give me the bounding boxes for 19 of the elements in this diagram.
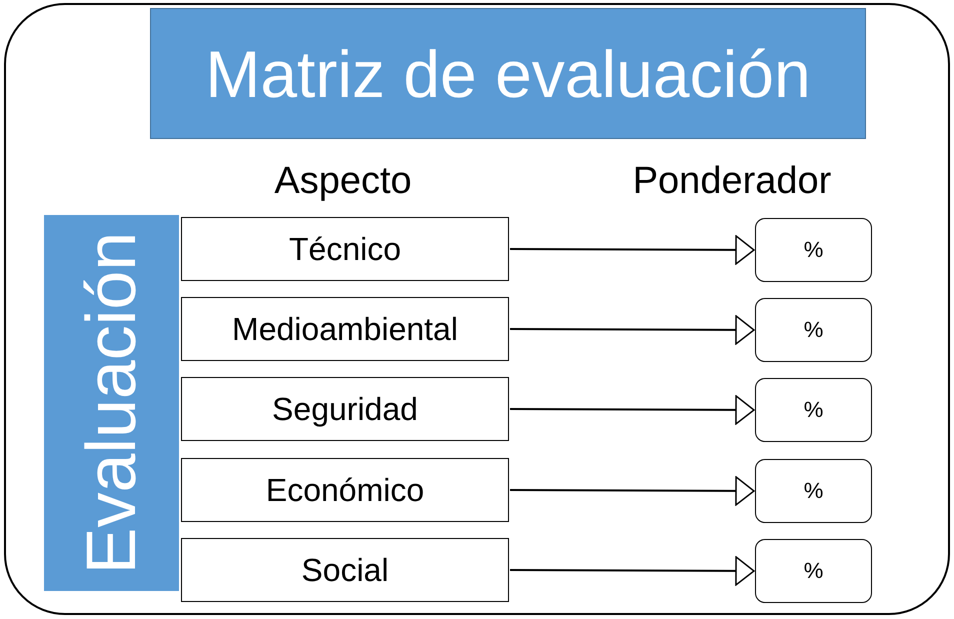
- aspect-box: Seguridad: [181, 377, 509, 441]
- arrow: [510, 476, 755, 506]
- title-banner: Matriz de evaluación: [150, 8, 866, 139]
- aspect-box: Social: [181, 538, 509, 602]
- weight-box: %: [755, 378, 872, 442]
- weight-box: %: [755, 298, 872, 362]
- column-header: Ponderador: [632, 160, 832, 203]
- aspect-box: Medioambiental: [181, 297, 509, 361]
- aspect-box: Económico: [181, 458, 509, 522]
- arrow: [510, 556, 755, 586]
- column-header: Aspecto: [274, 160, 412, 203]
- arrow: [510, 315, 755, 345]
- aspect-box: Técnico: [181, 217, 509, 281]
- weight-box: %: [755, 459, 872, 523]
- arrow: [510, 235, 755, 265]
- weight-box: %: [755, 539, 872, 603]
- weight-box: %: [755, 218, 872, 282]
- side-band: Evaluación: [44, 215, 179, 591]
- arrow: [510, 395, 755, 425]
